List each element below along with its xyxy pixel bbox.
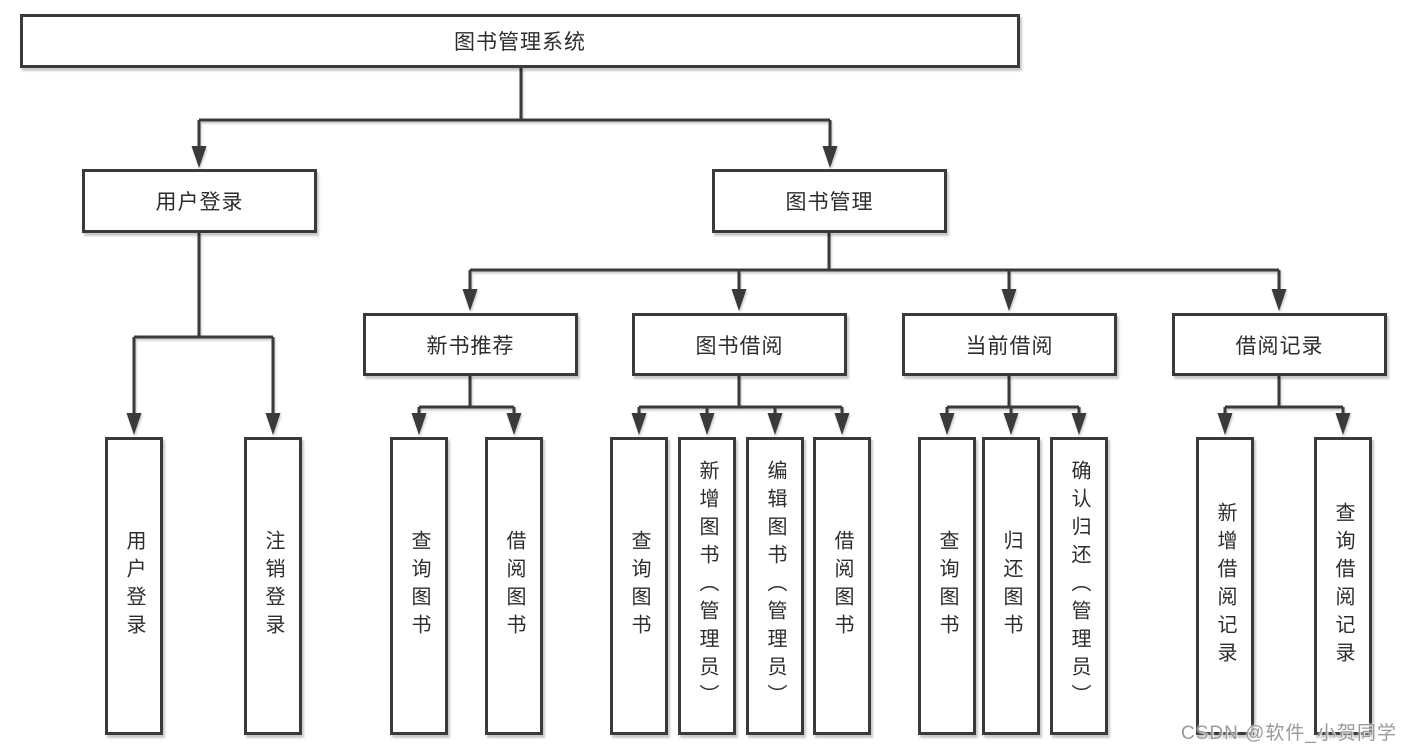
leaf-return-books: 归还图书 — [982, 437, 1040, 735]
node-new-book-recommend: 新书推荐 — [363, 313, 578, 376]
node-label: 图书管理系统 — [454, 31, 586, 54]
arrowhead-icon — [1001, 289, 1017, 311]
arrowhead-icon — [191, 146, 207, 168]
node-book-borrowing: 图书借阅 — [632, 313, 847, 376]
leaf-query-books-current: 查询图书 — [918, 437, 976, 735]
node-book-management: 图书管理 — [712, 169, 947, 233]
leaf-logout: 注销登录 — [244, 437, 302, 735]
node-label: 查询图书 — [408, 530, 430, 642]
node-label: 图书管理 — [785, 191, 874, 214]
arrowheads — [126, 146, 1351, 435]
leaf-add-borrow-record: 新增借阅记录 — [1196, 437, 1254, 735]
node-label: 新书推荐 — [426, 334, 515, 358]
node-label: 图书借阅 — [695, 334, 784, 358]
arrowhead-icon — [631, 413, 647, 435]
connector-records-to-leaves — [1223, 376, 1345, 415]
arrowhead-icon — [462, 289, 478, 311]
arrowhead-icon — [939, 413, 955, 435]
arrowhead-icon — [265, 413, 281, 435]
node-label: 归还图书 — [1000, 530, 1022, 642]
node-label: 借阅图书 — [831, 530, 853, 642]
node-user-login: 用户登录 — [82, 169, 317, 233]
arrowhead-icon — [1217, 413, 1233, 435]
arrowhead-icon — [411, 413, 427, 435]
leaf-add-books-admin: 新增图书（管理员） — [678, 437, 736, 735]
node-label: 新增借阅记录 — [1214, 502, 1236, 670]
leaf-borrow-books-recommend: 借阅图书 — [485, 437, 543, 735]
node-current-borrowing: 当前借阅 — [902, 313, 1117, 376]
arrowhead-icon — [767, 413, 783, 435]
arrowhead-icon — [731, 289, 747, 311]
arrowhead-icon — [1271, 289, 1287, 311]
connector-current-to-leaves — [945, 376, 1081, 415]
arrowhead-icon — [126, 413, 142, 435]
node-label: 当前借阅 — [965, 334, 1054, 358]
csdn-watermark: CSDN @软件_小贺同学 — [1181, 723, 1397, 744]
arrowhead-icon — [699, 413, 715, 435]
arrowhead-icon — [506, 413, 522, 435]
node-label: 新增图书（管理员） — [696, 460, 718, 712]
arrowhead-icon — [1071, 413, 1087, 435]
arrowhead-icon — [822, 146, 838, 168]
leaf-query-books-recommend: 查询图书 — [390, 437, 448, 735]
arrowhead-icon — [1335, 413, 1351, 435]
node-label: 确认归还（管理员） — [1068, 460, 1090, 712]
node-label: 查询图书 — [936, 530, 958, 642]
node-label: 查询借阅记录 — [1332, 502, 1354, 670]
arrowhead-icon — [1003, 413, 1019, 435]
connector-newbooks-to-leaves — [417, 376, 516, 415]
node-label: 借阅图书 — [503, 530, 525, 642]
leaf-query-borrow-record: 查询借阅记录 — [1314, 437, 1372, 735]
node-label: 查询图书 — [628, 530, 650, 642]
node-label: 编辑图书（管理员） — [764, 460, 786, 712]
leaf-borrow-books: 借阅图书 — [813, 437, 871, 735]
leaf-query-books-borrowing: 查询图书 — [610, 437, 668, 735]
node-borrowing-records: 借阅记录 — [1172, 313, 1387, 376]
node-label: 用户登录 — [155, 191, 244, 214]
leaf-confirm-return-admin: 确认归还（管理员） — [1050, 437, 1108, 735]
node-label: 借阅记录 — [1235, 334, 1324, 358]
arrowhead-icon — [834, 413, 850, 435]
connector-bookmgmt-to-level2 — [468, 233, 1281, 291]
node-root-library-system: 图书管理系统 — [20, 14, 1020, 68]
node-label: 用户登录 — [123, 530, 145, 642]
connector-root-to-level1 — [197, 68, 832, 148]
node-label: 注销登录 — [262, 530, 284, 642]
leaf-user-login: 用户登录 — [105, 437, 163, 735]
leaf-edit-books-admin: 编辑图书（管理员） — [746, 437, 804, 735]
connector-borrowing-to-leaves — [637, 376, 844, 415]
connector-userlogin-to-leaves — [132, 233, 275, 415]
